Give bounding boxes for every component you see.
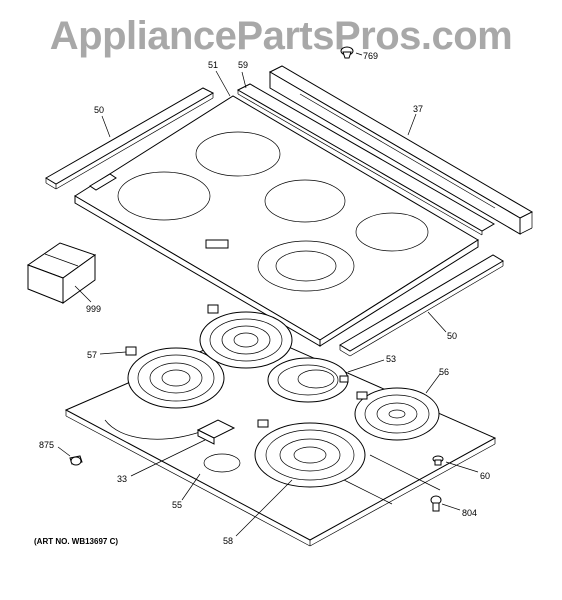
screw-769 — [340, 46, 354, 59]
rear-rail-37 — [268, 65, 534, 235]
screw-804 — [430, 495, 442, 512]
callout-leaders — [57, 52, 479, 537]
callout-804: 804 — [462, 508, 478, 518]
callout-769: 769 — [363, 51, 379, 61]
callout-51: 51 — [208, 60, 219, 70]
box-999 — [26, 242, 97, 304]
callout-50-top: 50 — [94, 105, 105, 115]
callout-50-right: 50 — [447, 331, 458, 341]
dual-element-57 — [125, 304, 293, 409]
trim-strip-50-right — [339, 254, 504, 357]
callout-875: 875 — [39, 440, 55, 450]
callout-59: 59 — [238, 60, 249, 70]
screw-875 — [69, 455, 83, 466]
callout-999: 999 — [86, 304, 102, 314]
trim-strip-50-top — [45, 87, 215, 190]
callout-37: 37 — [413, 104, 424, 114]
element-56 — [354, 387, 440, 441]
element-58 — [254, 419, 366, 488]
callout-60: 60 — [480, 471, 491, 481]
trim-strip-59 — [236, 83, 495, 236]
callout-33: 33 — [117, 474, 128, 484]
glass-cooktop-51 — [74, 95, 479, 347]
switch-33 — [196, 419, 236, 445]
ring-element-53 — [267, 357, 349, 403]
callout-57: 57 — [87, 350, 98, 360]
callout-55: 55 — [172, 500, 183, 510]
art-number: (ART NO. WB13697 C) — [34, 537, 119, 546]
bolt-60 — [432, 455, 444, 466]
callout-56: 56 — [439, 367, 450, 377]
callout-58: 58 — [223, 536, 234, 546]
watermark-text: AppliancePartsPros.com — [49, 14, 513, 58]
callout-53: 53 — [386, 354, 397, 364]
